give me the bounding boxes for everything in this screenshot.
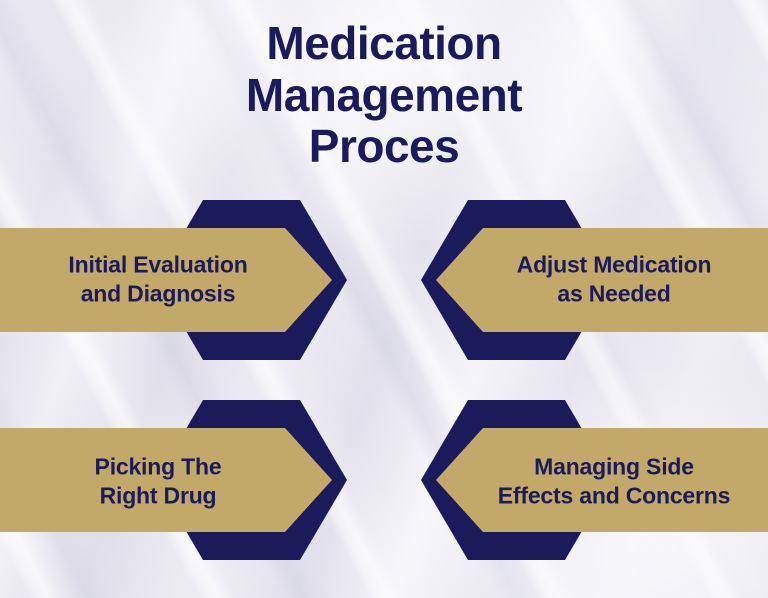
process-row-top: Initial Evaluation and Diagnosis Adjust …: [0, 190, 768, 370]
page-title-line-3: Proces: [308, 120, 460, 173]
page-title-line-2: Management: [245, 68, 523, 121]
process-row-bottom: Picking The Right Drug Managing Side Eff…: [0, 392, 768, 572]
page-title: Medication Management Proces: [0, 17, 768, 173]
process-step-initial-evaluation-and-diagnosis[interactable]: Initial Evaluation and Diagnosis: [0, 190, 384, 370]
process-step-managing-side-effects-and-concerns[interactable]: Managing Side Effects and Concerns: [384, 392, 768, 572]
process-step-label-4: Managing Side Effects and Concerns: [497, 453, 731, 509]
page-title-line-1: Medication: [266, 17, 502, 69]
process-step-label-3: Picking The Right Drug: [94, 453, 222, 509]
process-step-label-1: Initial Evaluation and Diagnosis: [68, 251, 248, 307]
process-step-label-2: Adjust Medication as Needed: [516, 251, 712, 307]
process-step-adjust-medication-as-needed[interactable]: Adjust Medication as Needed: [384, 190, 768, 370]
process-step-picking-the-right-drug[interactable]: Picking The Right Drug: [0, 392, 384, 572]
